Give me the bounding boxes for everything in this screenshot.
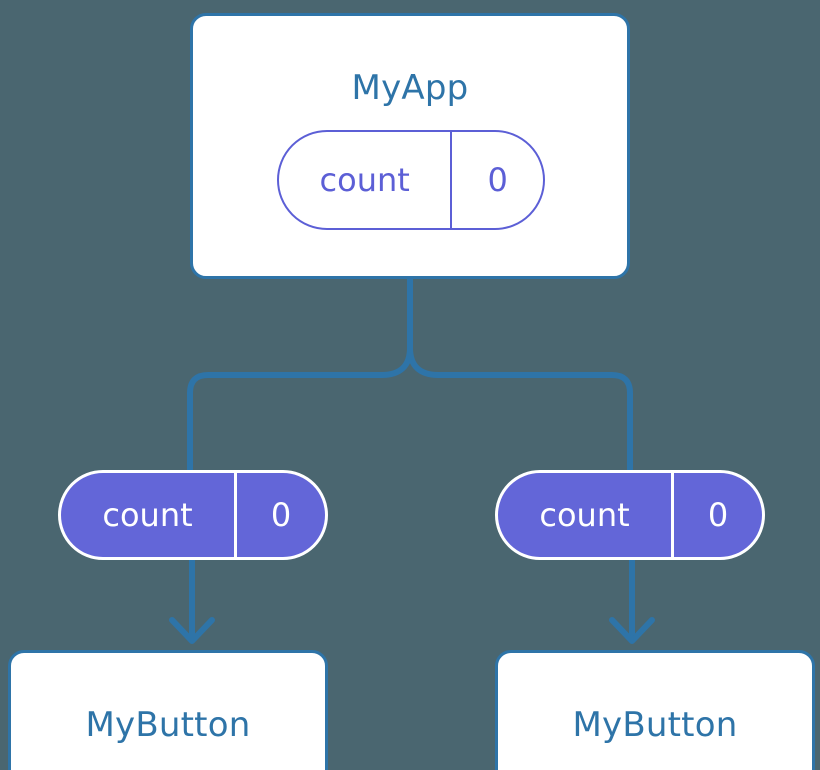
state-pill-value: 0 bbox=[450, 132, 543, 228]
prop-pill-count-right[interactable]: count 0 bbox=[495, 470, 765, 560]
component-box-mybutton-right[interactable]: MyButton bbox=[495, 650, 815, 770]
prop-arrow-right-head bbox=[609, 617, 655, 644]
component-box-mybutton-left[interactable]: MyButton bbox=[8, 650, 328, 770]
tree-branch-connector bbox=[407, 275, 633, 473]
prop-pill-value-right: 0 bbox=[671, 473, 762, 557]
prop-pill-count-left[interactable]: count 0 bbox=[58, 470, 328, 560]
component-title-mybutton-right: MyButton bbox=[572, 705, 738, 745]
prop-pill-value-left: 0 bbox=[234, 473, 325, 557]
component-box-myapp[interactable]: MyApp bbox=[190, 13, 630, 279]
component-title-myapp: MyApp bbox=[351, 68, 469, 108]
prop-pill-key-right: count bbox=[539, 496, 630, 534]
state-pill-key: count bbox=[319, 161, 410, 199]
component-title-mybutton-left: MyButton bbox=[85, 705, 251, 745]
prop-arrow-left-head bbox=[169, 617, 215, 644]
state-pill-count[interactable]: count 0 bbox=[277, 130, 545, 230]
tree-branch-connector-left bbox=[187, 345, 413, 473]
prop-pill-key-left: count bbox=[102, 496, 193, 534]
